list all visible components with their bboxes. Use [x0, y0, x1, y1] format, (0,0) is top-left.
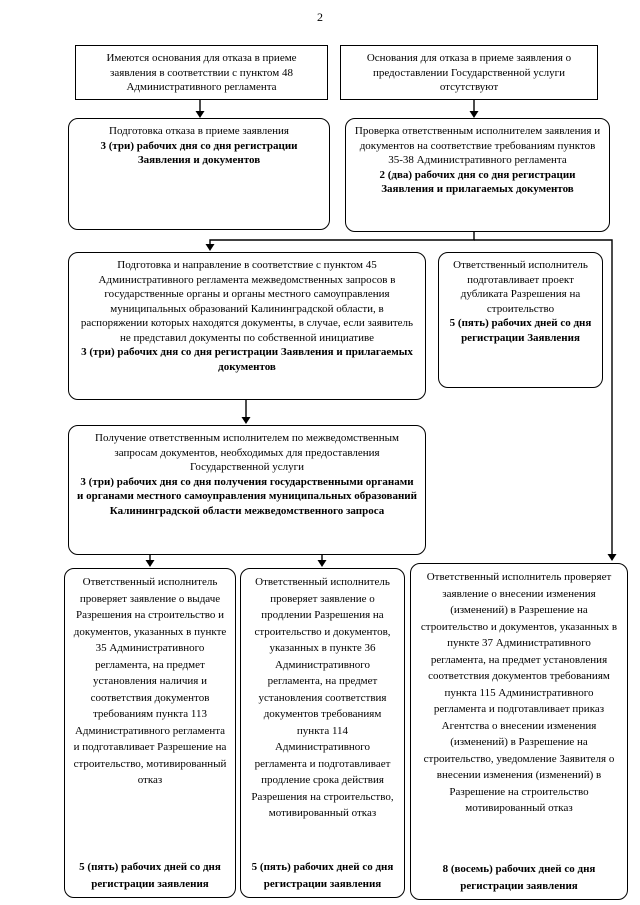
flow-box-no-refusal-grounds: Основания для отказа в приеме заявления …	[340, 45, 598, 100]
box-text: Проверка ответственным исполнителем заяв…	[354, 125, 601, 167]
connector-check-to-amend	[474, 239, 617, 561]
flow-box-refusal-grounds: Имеются основания для отказа в приеме за…	[75, 45, 328, 100]
flow-box-extend-permit: Ответственный исполнитель проверяет заяв…	[240, 568, 405, 898]
flow-box-interagency-requests: Подготовка и направление в соответствие …	[68, 252, 426, 400]
box-term: 5 (пять) рабочих дней со дня регистрации…	[79, 861, 221, 890]
box-term: 3 (три) рабочих дня со дня регистрации З…	[81, 346, 413, 373]
box-text: Ответственный исполнитель подготавливает…	[453, 259, 588, 315]
connector-receive-to-issue	[145, 555, 155, 567]
flow-box-check-documents: Проверка ответственным исполнителем заяв…	[345, 118, 610, 232]
box-term: 5 (пять) рабочих дней со дня регистрации…	[251, 861, 394, 890]
box-text: Подготовка и направление в соответствие …	[80, 259, 414, 344]
box-term: 8 (восемь) рабочих дней со дня регистрац…	[442, 863, 596, 892]
box-text: Имеются основания для отказа в приеме за…	[106, 52, 297, 94]
connector-requests-to-receive	[241, 400, 251, 424]
flow-box-issue-permit: Ответственный исполнитель проверяет заяв…	[64, 568, 236, 898]
connector-check-to-requests	[205, 232, 475, 251]
flow-box-duplicate-permit: Ответственный исполнитель подготавливает…	[438, 252, 603, 388]
box-text: Получение ответственным исполнителем по …	[95, 432, 399, 474]
connector-refusal-to-prepare	[195, 100, 205, 118]
box-text: Ответственный исполнитель проверяет заяв…	[251, 576, 394, 819]
box-term: 2 (два) рабочих дня со дня регистрации З…	[379, 168, 576, 196]
box-term: 5 (пять) рабочих дней со дня регистрации…	[449, 317, 592, 344]
connector-receive-to-extend	[317, 555, 327, 567]
box-text: Ответственный исполнитель проверяет заяв…	[73, 576, 227, 786]
box-term: 3 (три) рабочих дня со дня получения гос…	[77, 475, 417, 517]
box-text: Основания для отказа в приеме заявления …	[366, 52, 572, 94]
flow-box-prepare-refusal: Подготовка отказа в приеме заявления 3 (…	[68, 118, 330, 230]
flow-box-receive-documents: Получение ответственным исполнителем по …	[68, 425, 426, 555]
box-text: Подготовка отказа в приеме заявления	[109, 125, 289, 137]
page-number: 2	[317, 10, 323, 24]
connector-norefusal-to-check	[469, 100, 479, 118]
box-text: Ответственный исполнитель проверяет заяв…	[420, 571, 618, 814]
box-term: 3 (три) рабочих дня со дня регистрации З…	[100, 139, 298, 167]
flow-box-amend-permit: Ответственный исполнитель проверяет заяв…	[410, 563, 628, 900]
